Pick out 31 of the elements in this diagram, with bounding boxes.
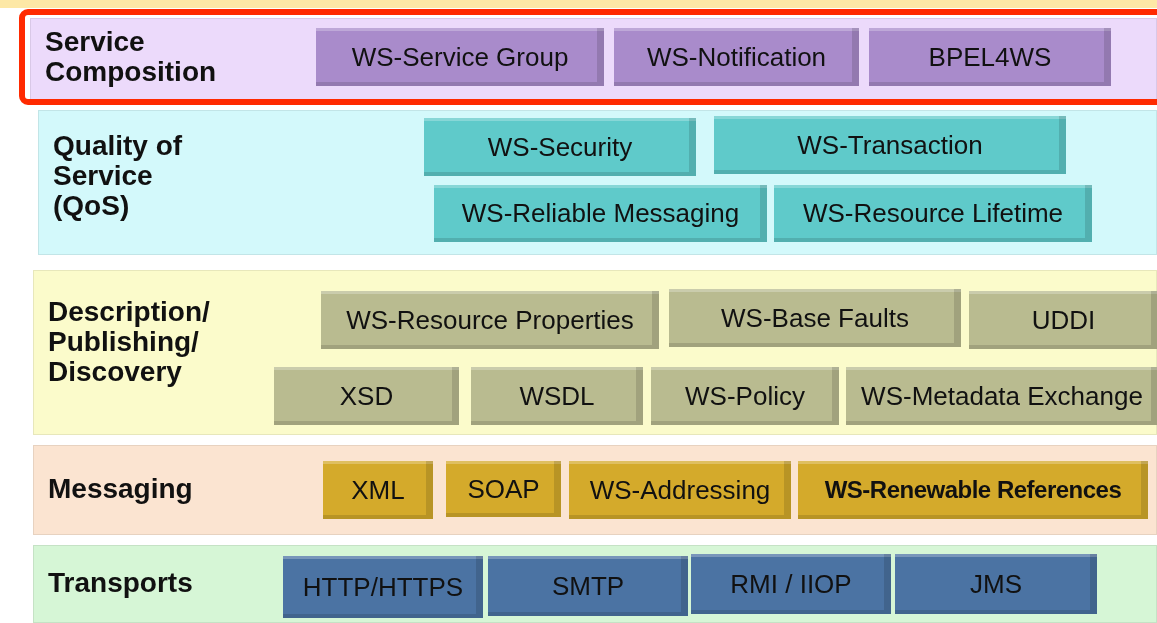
component-box: XSD [274,367,459,425]
component-box: WS-Resource Properties [321,291,659,349]
component-box: RMI / IIOP [691,554,891,614]
layer-heading: Service Composition [45,27,218,87]
component-box: WS-Metadata Exchange [846,367,1157,425]
component-box: XML [323,461,433,519]
component-box: SOAP [446,461,561,517]
layer-heading: Transports [48,568,194,598]
component-box: WS-Transaction [714,116,1066,174]
component-box: WS-Reliable Messaging [434,185,767,242]
component-box: WS-Policy [651,367,839,425]
component-box: WS-Security [424,118,696,176]
component-box: WS-Notification [614,28,859,86]
component-box: WS-Base Faults [669,289,961,347]
component-box: WSDL [471,367,643,425]
layer-heading: Description/ Publishing/ Discovery [48,297,211,387]
layer-heading: Messaging [48,474,194,504]
layer-band [33,270,1157,435]
layer-band [38,110,1157,255]
layer-heading: Quality of Service (QoS) [53,131,184,221]
component-box: HTTP/HTTPS [283,556,483,618]
component-box: JMS [895,554,1097,614]
component-box: WS-Service Group [316,28,604,86]
component-box: BPEL4WS [869,28,1111,86]
component-box: WS-Resource Lifetime [774,185,1092,242]
layer-band [33,445,1157,535]
layer-band [33,545,1157,623]
component-box: WS-Renewable References [798,461,1148,519]
component-box: SMTP [488,556,688,616]
component-box: WS-Addressing [569,461,791,519]
component-box: UDDI [969,291,1157,349]
